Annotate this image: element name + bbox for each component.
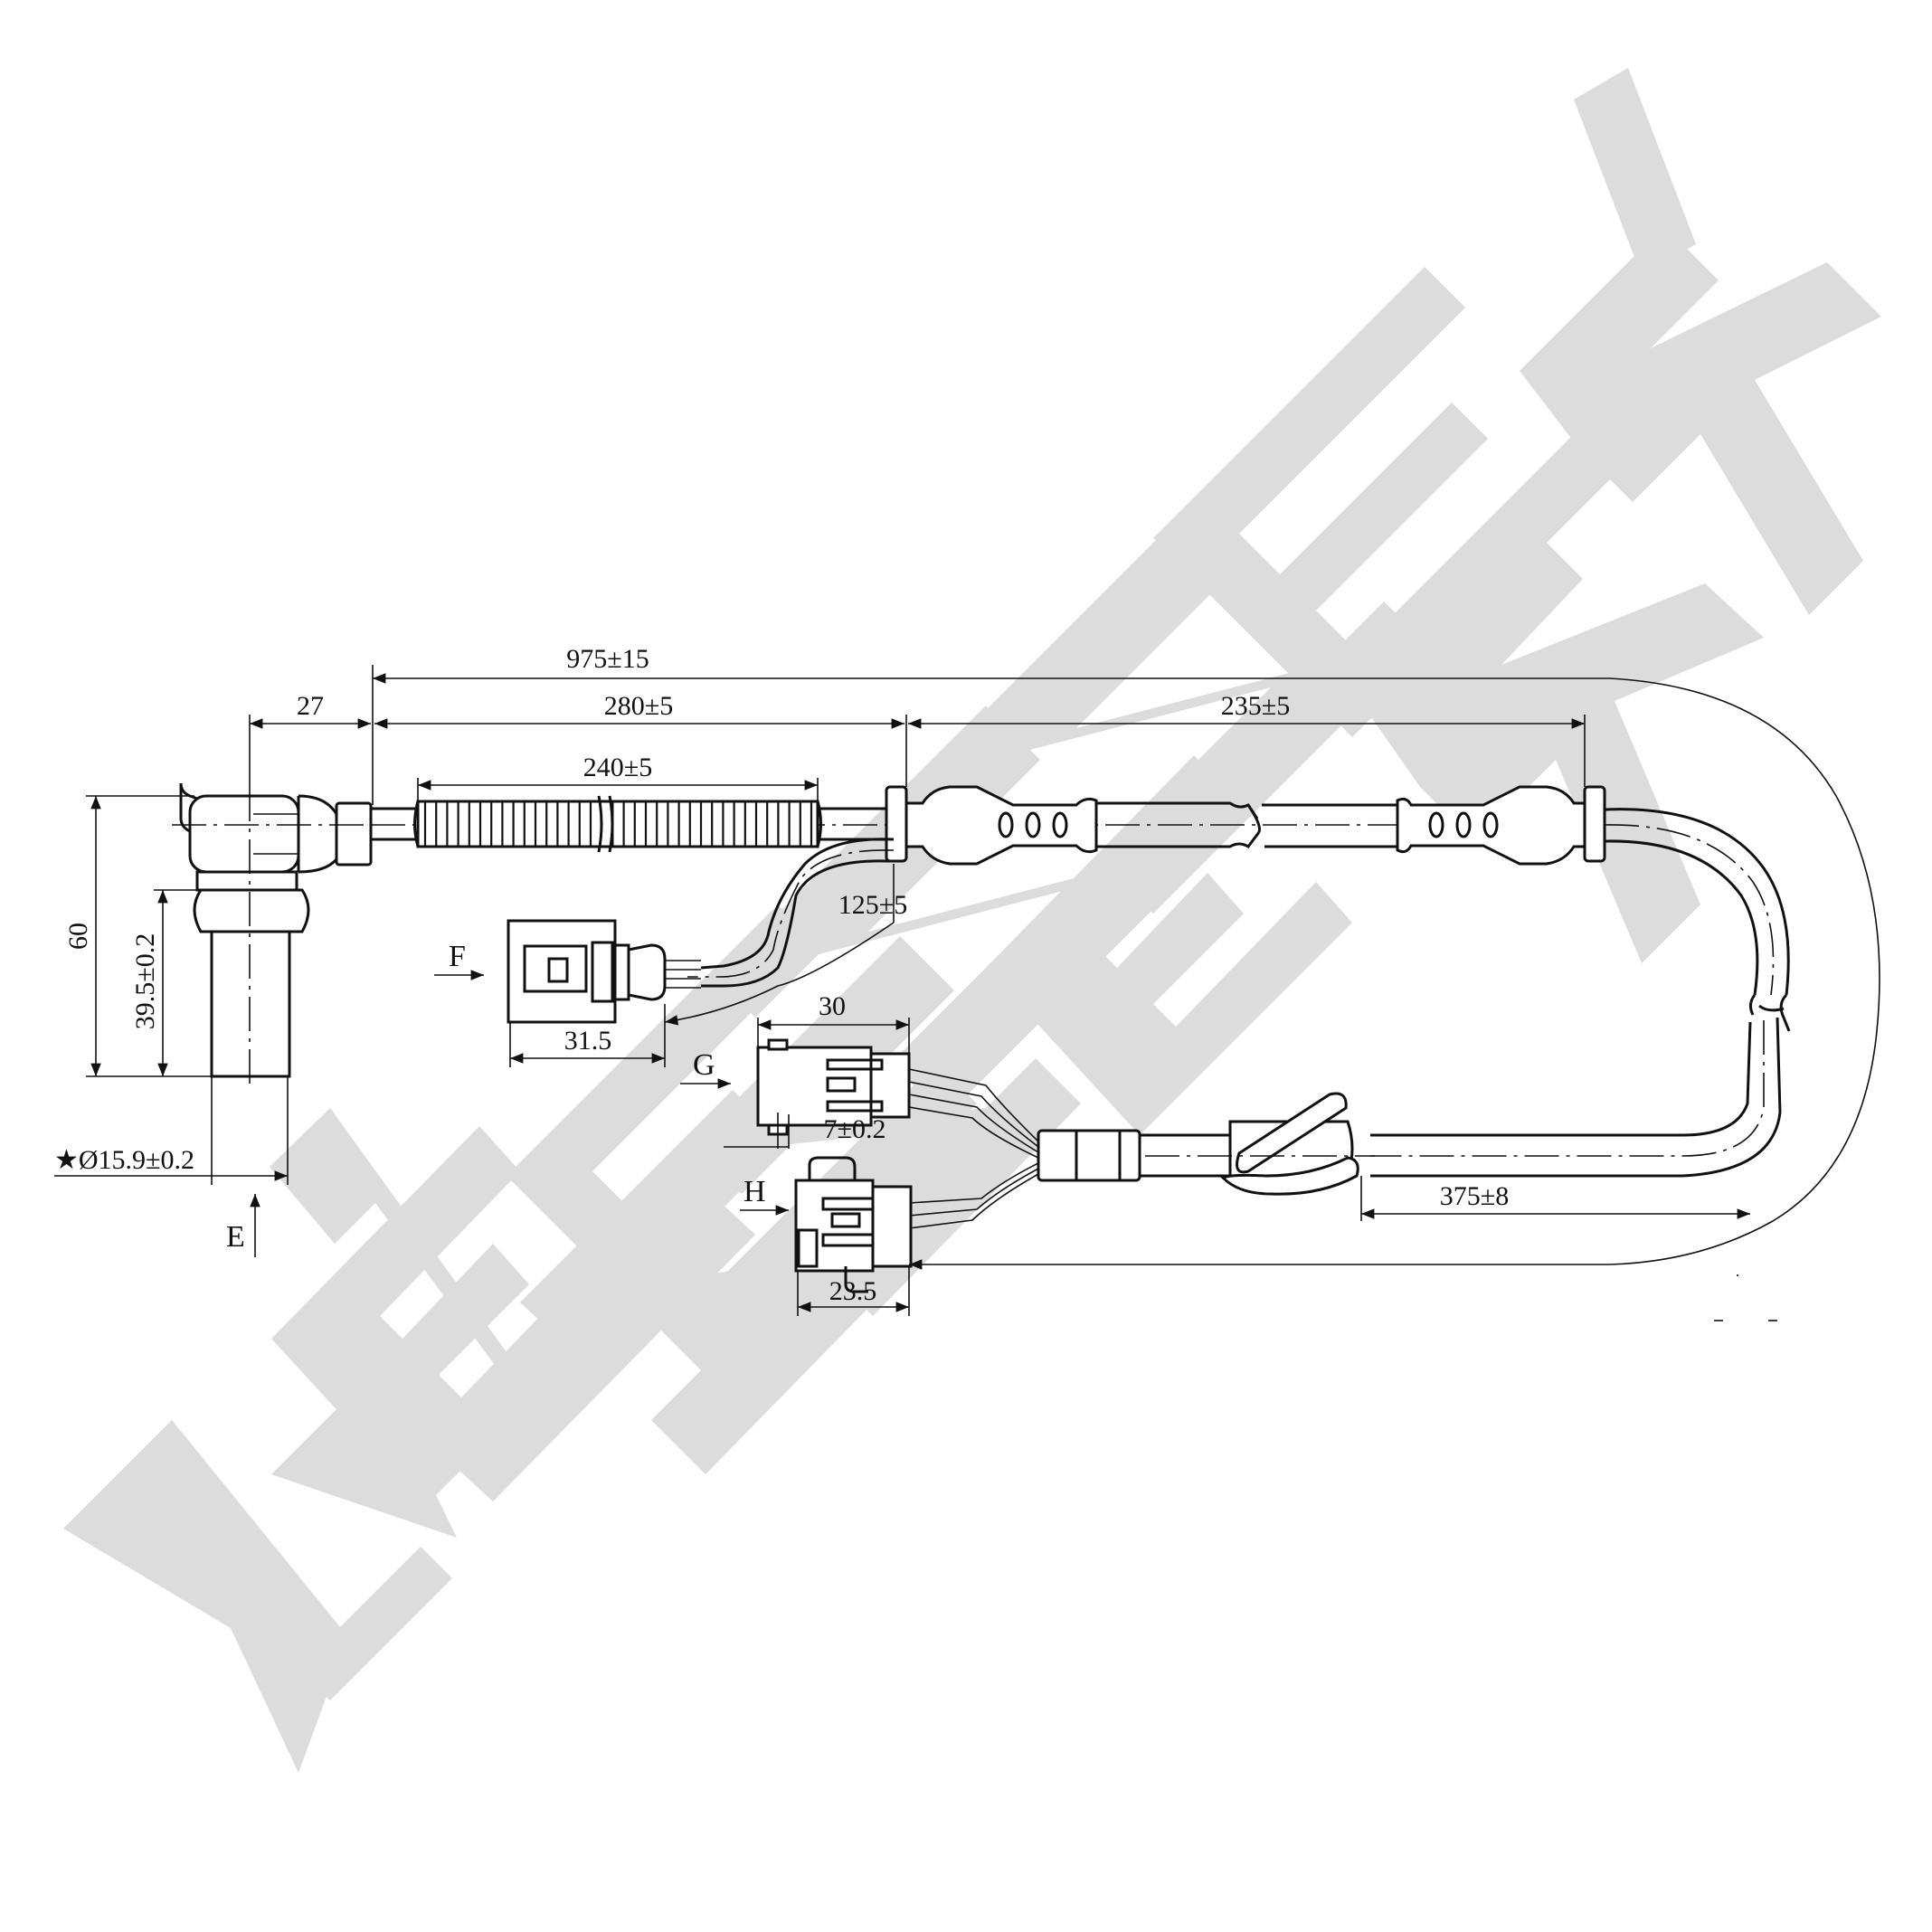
dim-connector-g-pin-offset: 7±0.2 — [824, 1114, 886, 1144]
dim-sensor-body-height: 39.5±0.2 — [130, 933, 160, 1029]
view-label-e: E — [226, 1220, 245, 1254]
dim-middle-segment: 235±5 — [1221, 691, 1290, 721]
dim-connector-g-width: 30 — [819, 991, 846, 1021]
sleeve-end — [413, 800, 420, 848]
view-labels: E F G H — [226, 940, 766, 1254]
dimension-lines — [54, 665, 1880, 1316]
watermark-letter-blocks — [270, 68, 1881, 1700]
dim-connector-f-width: 31.5 — [564, 1026, 612, 1056]
dimension-labels: 975±15 27 280±5 235±5 240±5 125±5 31.5 3… — [54, 644, 1509, 1306]
dim-corrugated-sleeve: 240±5 — [583, 753, 652, 782]
view-label-g: G — [693, 1048, 715, 1082]
cable-branch — [687, 838, 895, 988]
dim-sensor-height: 60 — [63, 923, 93, 950]
dim-sensor-offset: 27 — [297, 691, 324, 721]
dim-sensor-diameter: ★Ø15.9±0.2 — [54, 1145, 194, 1175]
y-splice — [908, 1068, 1141, 1229]
cable-u-bend — [1370, 808, 1791, 1178]
dim-overall-length: 975±15 — [566, 644, 649, 674]
sleeve-end — [816, 800, 822, 848]
connector-g — [756, 1038, 911, 1136]
connector-h — [794, 1156, 913, 1293]
dim-connector-h-width: 23.5 — [829, 1276, 877, 1306]
view-label-f: F — [449, 940, 466, 973]
sleeve-body — [416, 800, 819, 848]
sleeve-break-mark — [597, 795, 614, 853]
corner-marks — [1714, 1274, 1777, 1321]
cable-clip — [1040, 1092, 1375, 1196]
dim-first-segment: 280±5 — [604, 691, 673, 721]
dim-branch-length: 125±5 — [838, 890, 907, 920]
connector-f — [507, 919, 701, 1024]
grommet-right — [1262, 785, 1606, 866]
corrugated-sleeve — [413, 795, 822, 853]
view-label-h: H — [743, 1175, 766, 1208]
grommet-left — [885, 785, 1261, 866]
sensor-head — [172, 782, 373, 1085]
dim-final-segment: 375±8 — [1440, 1181, 1509, 1211]
